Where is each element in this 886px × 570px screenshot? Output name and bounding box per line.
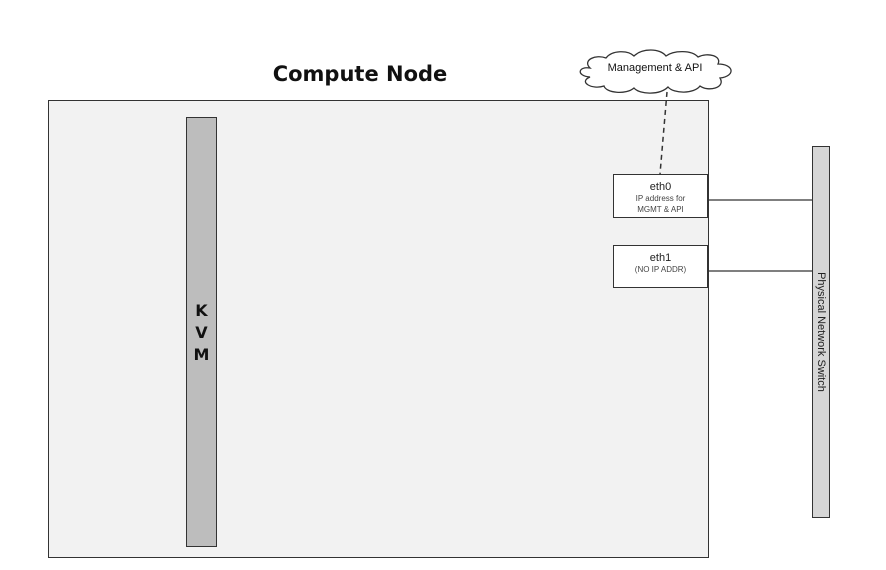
kvm-letter-v: V: [195, 323, 208, 342]
eth0-description-line1: IP address for: [635, 194, 686, 203]
eth1-name: eth1: [649, 252, 672, 264]
eth0-interface-box: eth0 IP address for MGMT & API: [613, 174, 708, 218]
eth1-description: (NO IP ADDR): [634, 265, 687, 274]
management-dashed-link: [659, 91, 668, 175]
eth0-description-line2: MGMT & API: [637, 205, 684, 214]
diagram-title: Compute Node: [272, 62, 448, 86]
kvm-hypervisor-bar: [186, 117, 217, 547]
compute-node-box: [48, 100, 709, 558]
cloud-icon: [579, 49, 732, 94]
kvm-letter-k: K: [195, 301, 208, 320]
kvm-letter-m: M: [193, 345, 210, 364]
switch-label: Physical Network Switch: [815, 272, 827, 392]
kvm-label: K V M: [186, 300, 217, 366]
physical-network-switch-bar: [812, 146, 830, 518]
cloud-label: Management & API: [607, 62, 703, 74]
eth0-name: eth0: [649, 181, 672, 193]
eth1-interface-box: eth1 (NO IP ADDR): [613, 245, 708, 288]
